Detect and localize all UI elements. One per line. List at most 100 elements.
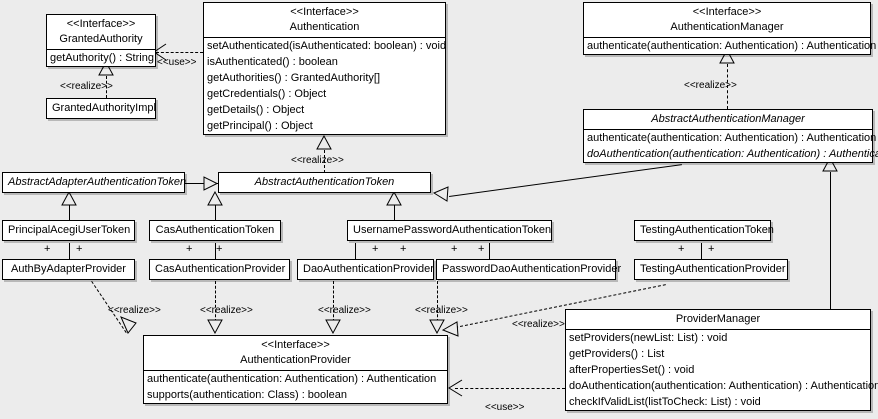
realization-grantedauthorityimpl xyxy=(106,76,107,98)
class-cas-authentication-token[interactable]: CasAuthenticationToken xyxy=(149,220,281,241)
granted-authority-impl-name: GrantedAuthorityImpl xyxy=(52,102,156,114)
role-marker-testing-left: + xyxy=(678,243,685,255)
password-dao-provider-name: PasswordDaoAuthenticationProvider xyxy=(442,263,622,275)
class-authentication[interactable]: <<Interface>> Authentication setAuthenti… xyxy=(203,2,446,135)
class-authentication-provider[interactable]: <<Interface>> AuthenticationProvider aut… xyxy=(143,335,448,404)
generalization-principalacegiusertoken xyxy=(69,205,70,220)
role-marker-principal-left: + xyxy=(44,243,51,255)
class-granted-authority[interactable]: <<Interface>> GrantedAuthority getAuthor… xyxy=(46,14,156,67)
label-realize-abstractauthenticationmanager: <<realize>> xyxy=(684,80,737,91)
label-realize-daoprovider: <<realize>> xyxy=(318,305,371,316)
operation-getprincipal: getPrincipal() : Object xyxy=(207,120,313,132)
operation-getcredentials: getCredentials() : Object xyxy=(207,88,327,100)
granted-authority-impl-header: GrantedAuthorityImpl xyxy=(47,99,156,118)
authentication-manager-operations: authenticate(authentication: Authenticat… xyxy=(584,38,877,54)
class-cas-authentication-provider[interactable]: CasAuthenticationProvider xyxy=(149,259,290,280)
operation-doauthentication-abstract: doAuthentication(authentication: Authent… xyxy=(587,148,878,160)
role-marker-userpass-3: + xyxy=(451,243,458,255)
class-username-password-authentication-token[interactable]: UsernamePasswordAuthenticationToken xyxy=(347,220,552,241)
label-realize-grantedauthorityimpl: <<realize>> xyxy=(60,81,113,92)
generalization-testingauthenticationtoken xyxy=(449,164,682,197)
label-realize-abstractauthenticationtoken: <<realize>> xyxy=(291,155,344,166)
dao-authentication-provider-header: DaoAuthenticationProvider xyxy=(298,260,434,279)
operation-authenticate-provider: authenticate(authentication: Authenticat… xyxy=(147,373,437,385)
cas-authentication-token-header: CasAuthenticationToken xyxy=(150,221,280,240)
testing-authentication-token-header: TestingAuthenticationToken xyxy=(635,221,774,240)
operation-authenticate: authenticate(authentication: Authenticat… xyxy=(587,40,877,52)
abstract-authentication-manager-name: AbstractAuthenticationManager xyxy=(651,113,805,125)
role-marker-cas-right: + xyxy=(216,243,223,255)
abstract-adapter-token-header: AbstractAdapterAuthenticationToken xyxy=(3,173,187,192)
operation-doauthentication-pm: doAuthentication(authentication: Authent… xyxy=(569,380,878,392)
principal-acegi-user-token-header: PrincipalAcegiUserToken xyxy=(3,221,134,240)
provider-manager-operations: setProviders(newList: List) : void getPr… xyxy=(566,330,878,410)
provider-manager-header: ProviderManager xyxy=(566,310,870,329)
realization-passworddaoprovider xyxy=(437,281,438,322)
association-testing-token-provider xyxy=(701,243,702,259)
class-dao-authentication-provider[interactable]: DaoAuthenticationProvider xyxy=(297,259,434,280)
realization-abstractauthenticationmanager xyxy=(727,64,728,109)
operation-isauthenticated: isAuthenticated() : boolean xyxy=(207,56,338,68)
role-marker-userpass-2: + xyxy=(400,243,407,255)
provider-manager-separator xyxy=(566,329,870,330)
cas-authentication-token-name: CasAuthenticationToken xyxy=(155,224,275,236)
open-arrow-authenticationprovider xyxy=(448,379,463,397)
association-userpass-passworddao xyxy=(489,243,490,259)
hollow-triangle-abstractauthenticationmanager xyxy=(822,156,838,172)
generalization-providermanager xyxy=(830,172,831,309)
role-marker-principal-right: + xyxy=(76,243,83,255)
hollow-triangle-abstracttoken-testing xyxy=(432,186,449,202)
authentication-manager-separator xyxy=(584,37,870,38)
hollow-triangle-right-abstractauthenticationtoken xyxy=(203,176,219,191)
class-abstract-authentication-manager[interactable]: AbstractAuthenticationManager authentica… xyxy=(583,109,878,163)
role-marker-userpass-4: + xyxy=(478,243,485,255)
generalization-abstractadaptertoken xyxy=(185,183,218,184)
abstract-adapter-token-name: AbstractAdapterAuthenticationToken xyxy=(8,176,187,188)
auth-by-adapter-provider-header: AuthByAdapterProvider xyxy=(3,260,134,279)
realization-casauthenticationprovider xyxy=(215,281,216,322)
authentication-separator xyxy=(204,37,445,38)
granted-authority-operations: getAuthority() : String xyxy=(47,50,155,66)
hollow-triangle-authprovider-testing xyxy=(441,321,459,337)
cas-authentication-provider-header: CasAuthenticationProvider xyxy=(150,260,289,279)
username-password-token-name: UsernamePasswordAuthenticationToken xyxy=(353,224,552,236)
label-use-providermanager: <<use>> xyxy=(485,402,525,413)
hollow-triangle-authprovider-adapter xyxy=(120,316,137,334)
dao-authentication-provider-name: DaoAuthenticationProvider xyxy=(303,263,434,275)
operation-setproviders: setProviders(newList: List) : void xyxy=(569,332,728,344)
granted-authority-stereotype: <<Interface>> xyxy=(66,18,136,30)
provider-manager-name: ProviderManager xyxy=(675,313,761,325)
authentication-manager-stereotype: <<Interface>> xyxy=(692,6,762,18)
operation-supports-provider: supports(authentication: Class) : boolea… xyxy=(147,389,347,401)
class-testing-authentication-token[interactable]: TestingAuthenticationToken xyxy=(634,220,774,241)
testing-authentication-provider-name: TestingAuthenticationProvider xyxy=(640,263,786,275)
operation-getauthorities: getAuthorities() : GrantedAuthority[] xyxy=(207,72,381,84)
class-granted-authority-impl[interactable]: GrantedAuthorityImpl xyxy=(46,98,156,119)
hollow-triangle-authprovider-cas xyxy=(207,319,223,335)
authentication-header: <<Interface>> Authentication xyxy=(204,3,445,37)
hollow-triangle-grantedauthority xyxy=(98,60,114,76)
generalization-casauthenticationtoken xyxy=(215,205,216,220)
testing-authentication-token-name: TestingAuthenticationToken xyxy=(640,224,774,236)
class-provider-manager[interactable]: ProviderManager setProviders(newList: Li… xyxy=(565,309,878,411)
class-principal-acegi-user-token[interactable]: PrincipalAcegiUserToken xyxy=(2,220,135,241)
class-auth-by-adapter-provider[interactable]: AuthByAdapterProvider xyxy=(2,259,135,280)
class-abstract-authentication-token[interactable]: AbstractAuthenticationToken xyxy=(218,172,431,193)
abstract-authentication-manager-header: AbstractAuthenticationManager xyxy=(584,110,872,129)
operation-checkifvalidlist: checkIfValidList(listToCheck: List) : vo… xyxy=(569,396,761,408)
cas-authentication-provider-name: CasAuthenticationProvider xyxy=(155,263,286,275)
class-password-dao-authentication-provider[interactable]: PasswordDaoAuthenticationProvider xyxy=(436,259,622,280)
role-marker-testing-right: + xyxy=(708,243,715,255)
authentication-stereotype: <<Interface>> xyxy=(290,6,359,18)
generalization-usernamepasswordtoken xyxy=(394,205,395,220)
realization-daoauthenticationprovider xyxy=(333,281,334,322)
class-abstract-adapter-authentication-token[interactable]: AbstractAdapterAuthenticationToken xyxy=(2,172,187,193)
label-realize-authbyadapterprovider: <<realize>> xyxy=(108,305,161,316)
role-marker-cas-left: + xyxy=(186,243,193,255)
class-testing-authentication-provider[interactable]: TestingAuthenticationProvider xyxy=(634,259,788,280)
authentication-provider-stereotype: <<Interface>> xyxy=(261,339,330,351)
authentication-manager-header: <<Interface>> AuthenticationManager xyxy=(584,3,870,37)
class-authentication-manager[interactable]: <<Interface>> AuthenticationManager auth… xyxy=(583,2,877,55)
hollow-triangle-authentication xyxy=(316,134,332,150)
